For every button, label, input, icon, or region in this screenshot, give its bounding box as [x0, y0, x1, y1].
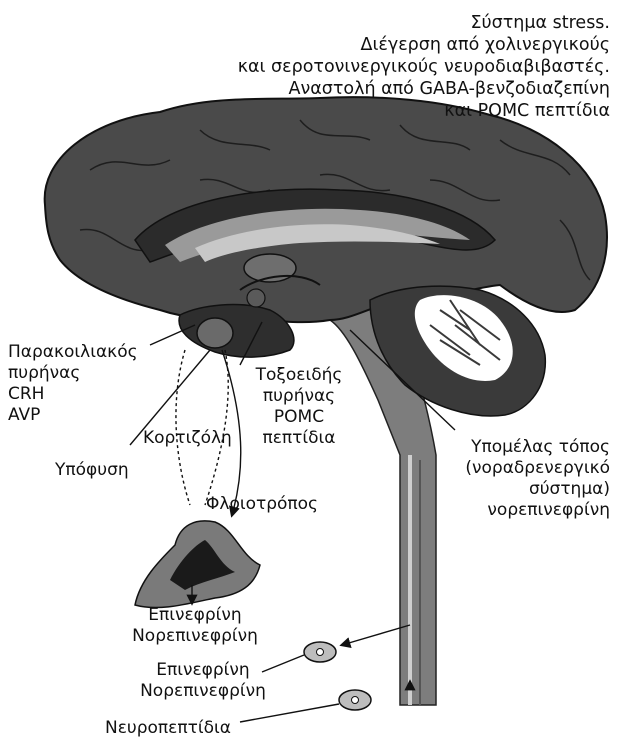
- label-line: σύστημα): [465, 479, 610, 500]
- paraventricular-label: Παρακοιλιακός πυρήνας CRH AVP: [8, 342, 138, 426]
- label-line: πεπτίδια: [254, 428, 344, 449]
- label-line: Νορεπινεφρίνη: [120, 626, 270, 647]
- title-line: και POMC πεπτίδια: [238, 100, 610, 122]
- neuropeptides-label: Νευροπεπτίδια: [105, 718, 231, 739]
- title-line: και σεροτονινεργικούς νευροδιαβιβαστές.: [238, 56, 610, 78]
- title-line: Διέγερση από χολινεργικούς: [238, 34, 610, 56]
- label-line: POMC: [254, 407, 344, 428]
- adrenal-gland: [135, 521, 260, 608]
- label-line: (νοραδρενεργικό: [465, 458, 610, 479]
- corticotropin-label: Φλοιοτρόπος: [206, 494, 318, 515]
- pituitary-label: Υπόφυση: [55, 460, 129, 481]
- label-line: νορεπινεφρίνη: [465, 500, 610, 521]
- label-line: Υπομέλας τόπος: [465, 437, 610, 458]
- sympathetic-output-label: Επινεφρίνη Νορεπινεφρίνη: [128, 660, 278, 702]
- arcuate-label: Τοξοειδής πυρήνας POMC πεπτίδια: [254, 365, 344, 449]
- cortisol-label: Κορτιζόλη: [143, 428, 232, 449]
- label-line: Νορεπινεφρίνη: [128, 681, 278, 702]
- ganglion-lower: [339, 690, 371, 710]
- title: Σύστημα stress. Διέγερση από χολινεργικο…: [238, 12, 610, 122]
- locus-coeruleus-label: Υπομέλας τόπος (νοραδρενεργικό σύστημα) …: [465, 437, 610, 521]
- label-line: AVP: [8, 405, 138, 426]
- label-line: πυρήνας: [8, 363, 138, 384]
- label-line: πυρήνας: [254, 386, 344, 407]
- cerebral-cortex: [45, 97, 607, 322]
- label-line: CRH: [8, 384, 138, 405]
- label-line: Παρακοιλιακός: [8, 342, 138, 363]
- title-line: Αναστολή από GABA-βενζοδιαζεπίνη: [238, 78, 610, 100]
- adrenal-output-label: Επινεφρίνη Νορεπινεφρίνη: [120, 605, 270, 647]
- ganglion-upper: [304, 642, 336, 662]
- label-line: Τοξοειδής: [254, 365, 344, 386]
- label-line: Επινεφρίνη: [120, 605, 270, 626]
- title-line: Σύστημα stress.: [238, 12, 610, 34]
- pituitary-gland: [197, 318, 233, 348]
- label-line: Επινεφρίνη: [128, 660, 278, 681]
